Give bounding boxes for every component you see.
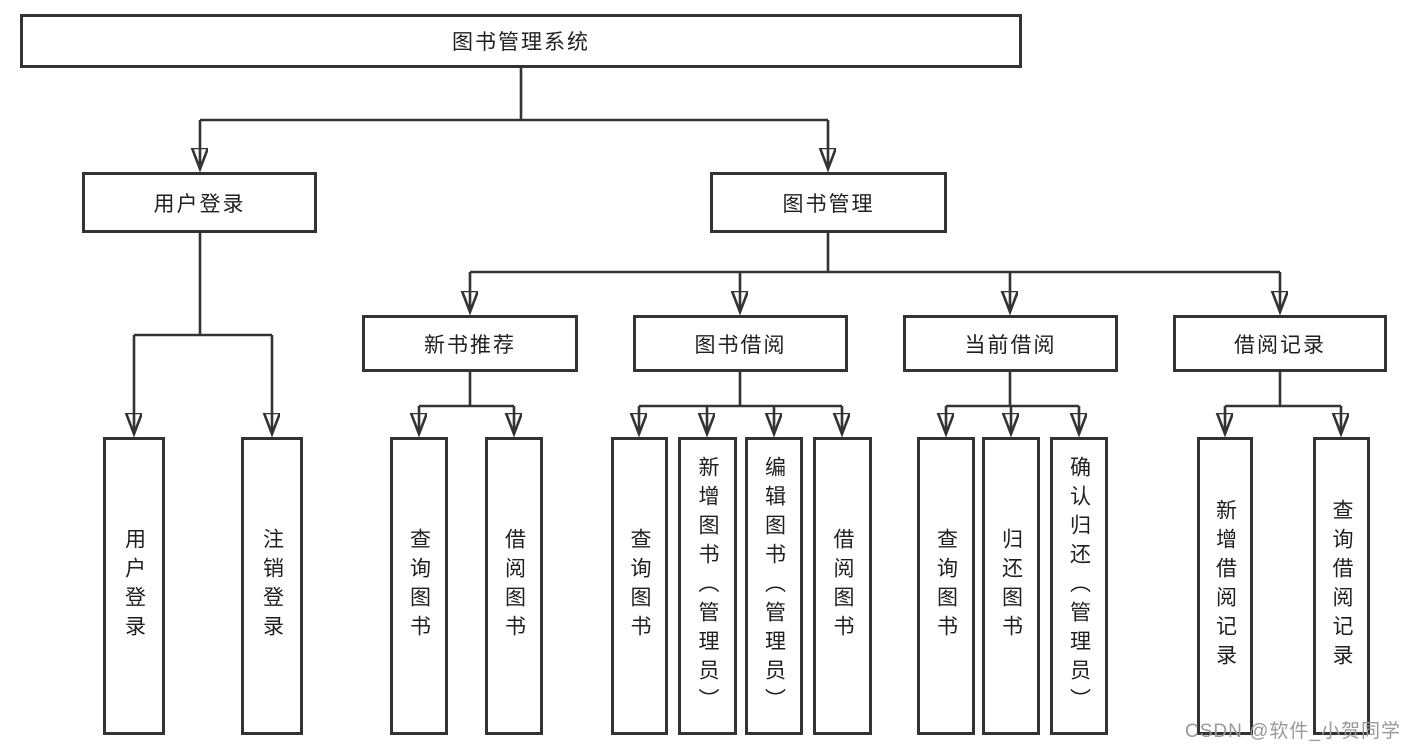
csdn-watermark: CSDN @软件_小贺同学 [1185,721,1401,742]
node-new-book-recommend-label: 新书推荐 [424,333,516,357]
node-book-management-label: 图书管理 [782,192,875,216]
leaf-records-query-record: 查询借阅记录 [1313,437,1370,735]
leaf-user-login-label: 用户登录 [122,528,146,644]
leaf-user-login: 用户登录 [103,437,165,735]
leaf-current-confirm-return-admin: 确认归还（管理员） [1050,437,1108,735]
leaf-recommend-query-books: 查询图书 [390,437,448,735]
leaf-current-query-books-label: 查询图书 [934,528,958,644]
node-borrowing-records: 借阅记录 [1173,315,1387,372]
leaf-records-add-record-label: 新增借阅记录 [1213,499,1237,673]
node-root: 图书管理系统 [20,14,1022,68]
node-book-borrowing-label: 图书借阅 [694,333,787,357]
leaf-logout-label: 注销登录 [260,528,284,644]
leaf-borrowing-add-books-admin-label: 新增图书（管理员） [696,455,719,717]
leaf-current-query-books: 查询图书 [917,437,975,735]
leaf-current-return-books: 归还图书 [982,437,1040,735]
leaf-borrowing-edit-books-admin-label: 编辑图书（管理员） [762,455,786,717]
leaf-recommend-borrow-books-label: 借阅图书 [502,528,526,644]
leaf-current-confirm-return-admin-label: 确认归还（管理员） [1067,455,1091,717]
node-book-borrowing: 图书借阅 [633,315,848,372]
node-borrowing-records-label: 借阅记录 [1234,333,1326,357]
node-root-label: 图书管理系统 [452,31,590,54]
leaf-recommend-borrow-books: 借阅图书 [485,437,543,735]
leaf-borrowing-edit-books-admin: 编辑图书（管理员） [745,437,803,735]
leaf-borrowing-query-books: 查询图书 [611,437,668,735]
leaf-borrowing-add-books-admin: 新增图书（管理员） [678,437,737,735]
node-user-login: 用户登录 [82,172,317,233]
node-book-management: 图书管理 [710,172,947,233]
leaf-borrowing-query-books-label: 查询图书 [628,528,651,644]
leaf-current-return-books-label: 归还图书 [999,528,1023,644]
leaf-records-add-record: 新增借阅记录 [1197,437,1253,735]
leaf-borrowing-borrow-books-label: 借阅图书 [831,528,854,644]
node-current-borrowing: 当前借阅 [903,315,1118,372]
leaf-logout: 注销登录 [241,437,303,735]
leaf-borrowing-borrow-books: 借阅图书 [813,437,872,735]
leaf-records-query-record-label: 查询借阅记录 [1330,499,1353,673]
node-new-book-recommend: 新书推荐 [362,315,578,372]
node-user-login-label: 用户登录 [153,192,246,216]
leaf-recommend-query-books-label: 查询图书 [407,528,431,644]
node-current-borrowing-label: 当前借阅 [964,333,1057,357]
